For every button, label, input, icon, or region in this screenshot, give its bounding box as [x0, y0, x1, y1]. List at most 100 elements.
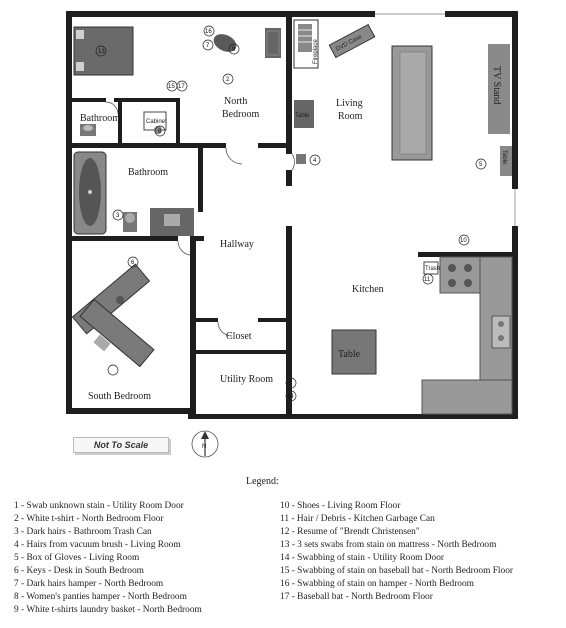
- legend-item: 12 - Resume of "Brendt Christensen": [280, 527, 420, 537]
- legend-item: 7 - Dark hairs hamper - North Bedroom: [14, 579, 164, 589]
- cabinet-label: Cabinet: [146, 119, 167, 125]
- svg-text:16: 16: [205, 29, 212, 35]
- living-room-furniture: Fireplace DVD Case TV Stand Table Table: [293, 19, 512, 176]
- vacuum: [296, 154, 306, 164]
- svg-text:11: 11: [424, 277, 431, 283]
- small-bathroom-label: Bathroom: [80, 113, 120, 124]
- south-wall-left: [66, 408, 190, 414]
- living-room-label-1: Living: [336, 98, 363, 109]
- legend-item: 16 - Swabbing of stain on hamper - North…: [280, 579, 474, 589]
- legend-item: 4 - Hairs from vacuum brush - Living Roo…: [14, 540, 181, 550]
- compass: N: [191, 430, 219, 458]
- south-bedroom-furniture: [71, 263, 155, 368]
- kitchen-fixtures: Table Trash: [331, 256, 513, 415]
- legend-item: 13 - 3 sets swabs from stain on mattress…: [280, 540, 497, 550]
- main-bathroom-fixtures: [73, 151, 194, 236]
- floor-plan: Cabinet Fireplace DVD Case TV Stand Tabl…: [66, 11, 518, 458]
- svg-text:7: 7: [206, 43, 210, 49]
- svg-text:6: 6: [131, 260, 135, 266]
- svg-text:8: 8: [158, 129, 162, 135]
- fireplace-label: Fireplace: [313, 39, 319, 64]
- trash-can: [423, 261, 439, 275]
- marker-8: 8: [154, 125, 166, 137]
- kitchen-table: [331, 329, 377, 375]
- wall-nbed-living: [286, 11, 292, 154]
- sink: [491, 315, 511, 349]
- door-arcs: [105, 101, 295, 337]
- marker-7: 7: [202, 39, 214, 51]
- table-east-label: Table: [501, 150, 507, 165]
- legend-item: 6 - Keys - Desk in South Bedroom: [14, 566, 144, 576]
- hallway-label: Hallway: [220, 239, 254, 250]
- legend-left-column: 1 - Swab unknown stain - Utility Room Do…: [14, 500, 202, 617]
- marker-9: 9: [228, 43, 240, 55]
- tv-stand: [488, 44, 510, 134]
- marker-12: [107, 364, 119, 376]
- marker-13: 13: [95, 45, 107, 57]
- north-bedroom-label-1: North: [224, 96, 247, 107]
- marker-15: 15: [166, 80, 178, 92]
- marker-14: 14: [285, 390, 297, 402]
- kitchen-label: Kitchen: [352, 284, 384, 295]
- legend-item: 11 - Hair / Debris - Kitchen Garbage Can: [280, 514, 435, 524]
- legend-item: 14 - Swabbing of stain - Utility Room Do…: [280, 553, 445, 563]
- side-table: [294, 100, 314, 128]
- east-wall-upper: [512, 11, 518, 189]
- kitchen-table-label: Table: [338, 349, 361, 360]
- desk-lower: [79, 298, 155, 368]
- scale-note: Not To Scale: [73, 437, 169, 453]
- stove: [439, 256, 481, 294]
- marker-10: 10: [458, 234, 470, 246]
- legend-item: 10 - Shoes - Living Room Floor: [280, 501, 401, 511]
- svg-text:17: 17: [178, 84, 185, 90]
- marker-6: 6: [127, 256, 139, 268]
- svg-text:14: 14: [287, 394, 294, 400]
- legend-item: 5 - Box of Gloves - Living Room: [14, 553, 140, 563]
- marker-2: 2: [222, 73, 234, 85]
- legend-title: Legend:: [246, 476, 279, 487]
- legend-item: 2 - White t-shirt - North Bedroom Floor: [14, 514, 164, 524]
- small-bathroom-fixtures: Cabinet: [80, 111, 167, 136]
- svg-text:1: 1: [289, 381, 293, 387]
- room-labels: North Bedroom Living Room Bathroom Bathr…: [80, 96, 384, 402]
- dvd-case: [328, 23, 376, 59]
- svg-text:9: 9: [232, 47, 236, 53]
- marker-11: 11: [422, 273, 434, 285]
- south-bedroom-label: South Bedroom: [88, 391, 151, 402]
- marker-1: 1: [285, 377, 297, 389]
- living-room-label-2: Room: [338, 111, 363, 122]
- laundry-basket: [213, 34, 237, 52]
- north-bedroom-furniture: [73, 26, 281, 76]
- main-bathroom-label: Bathroom: [128, 167, 168, 178]
- marker-5: 5: [475, 158, 487, 170]
- east-wall-lower: [512, 226, 518, 419]
- legend-item: 17 - Baseball bat - North Bedroom Floor: [280, 592, 433, 602]
- west-wall: [66, 11, 72, 414]
- marker-3: 3: [112, 209, 124, 221]
- utility-room-label: Utility Room: [220, 374, 273, 385]
- svg-text:13: 13: [98, 49, 105, 55]
- marker-4: 4: [309, 154, 321, 166]
- marker-17: 17: [176, 80, 188, 92]
- legend-right-column: 10 - Shoes - Living Room Floor 11 - Hair…: [280, 500, 513, 604]
- closet-label: Closet: [226, 331, 252, 342]
- small-table-east: [500, 146, 512, 176]
- counter-south: [421, 379, 513, 415]
- tv-stand-label: TV Stand: [491, 66, 502, 104]
- svg-text:15: 15: [168, 84, 175, 90]
- legend-item: 3 - Dark hairs - Bathroom Trash Can: [14, 527, 152, 537]
- small-table-label: Table: [295, 113, 310, 119]
- south-wall-right: [188, 414, 518, 419]
- svg-text:4: 4: [313, 158, 317, 164]
- legend-item: 1 - Swab unknown stain - Utility Room Do…: [14, 501, 184, 511]
- svg-text:3: 3: [116, 213, 120, 219]
- legend-item: 9 - White t-shirts laundry basket - Nort…: [14, 605, 202, 615]
- svg-text:5: 5: [479, 162, 483, 168]
- legend-item: 15 - Swabbing of stain on baseball bat -…: [280, 566, 514, 576]
- north-bedroom-label-2: Bedroom: [222, 109, 259, 120]
- marker-16: 16: [203, 25, 215, 37]
- svg-text:10: 10: [460, 238, 467, 244]
- trash-label: Trash: [425, 266, 440, 272]
- legend-item: 8 - Women's panties hamper - North Bedro…: [14, 592, 187, 602]
- evidence-markers: 13 16 7 9 2 15 17 8 3 6 4 5 10 11 1 14: [95, 25, 487, 402]
